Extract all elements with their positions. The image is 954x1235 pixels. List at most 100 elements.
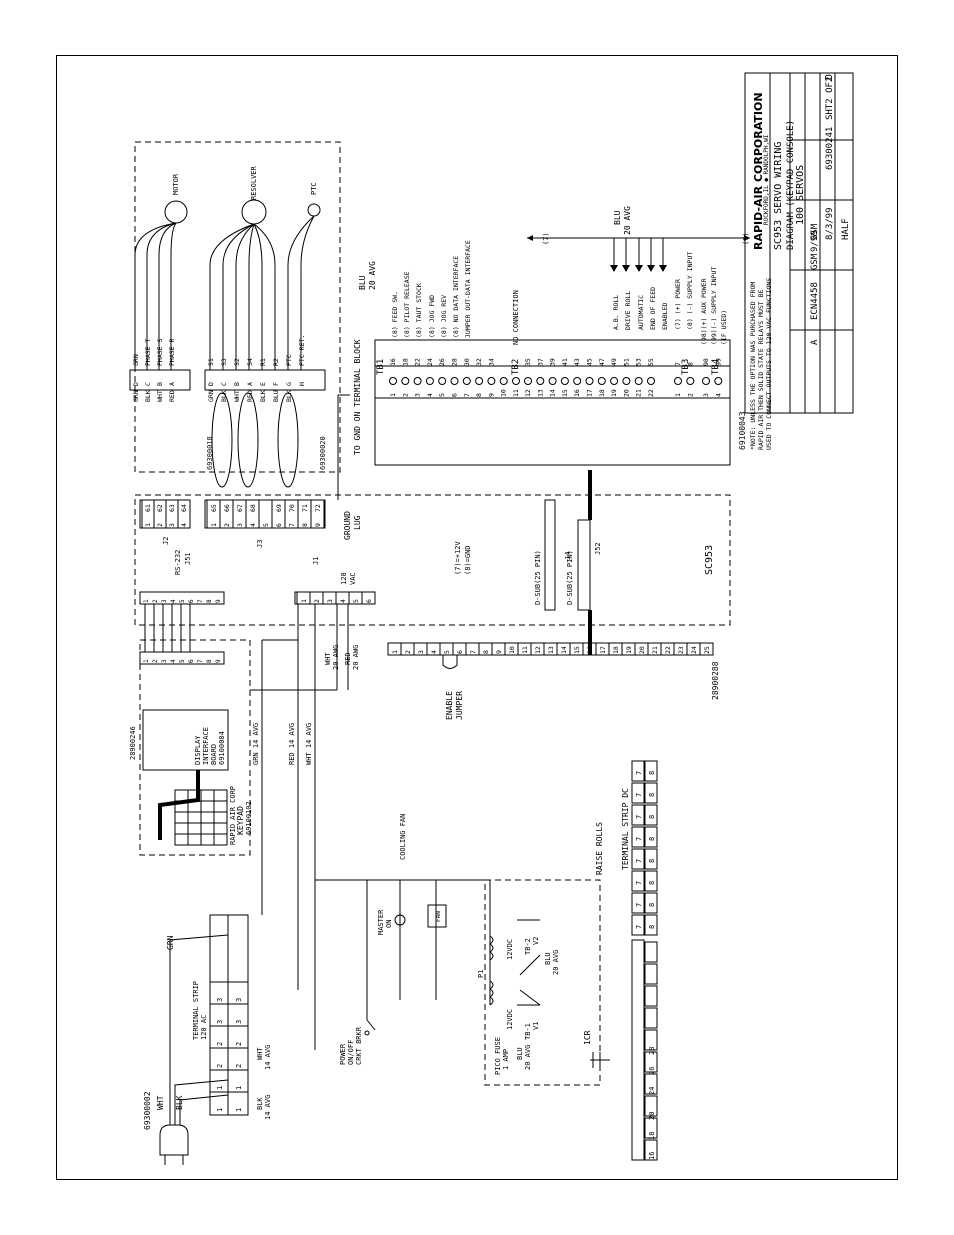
dc-strip-cell bbox=[644, 1007, 658, 1029]
tb-wire-number: 99 bbox=[714, 358, 722, 366]
j2-pin: 3 bbox=[168, 523, 176, 527]
title-block: RAPID-AIR CORPORATION ROCKFORD,IL ● RAND… bbox=[744, 72, 854, 414]
resolver-terminal-pin: B bbox=[233, 382, 241, 386]
motor-terminal-color: WHT bbox=[156, 390, 164, 402]
cord-wht: WHT bbox=[156, 1095, 165, 1110]
tb-screw bbox=[585, 377, 594, 385]
tb-screw bbox=[702, 377, 710, 385]
keypad-conn-pin: 9 bbox=[215, 659, 222, 663]
ground-label: GROUND bbox=[343, 511, 352, 540]
tb-wire-number: 41 bbox=[561, 358, 569, 366]
j3-wire: 68 bbox=[249, 504, 257, 512]
tb1-no-connection: NO CONNECTION bbox=[512, 290, 520, 345]
j51-pin: 1 bbox=[143, 599, 150, 603]
master-lamp-icon bbox=[394, 914, 406, 926]
tb-pin: 4 bbox=[426, 393, 434, 397]
tb-pin: 7 bbox=[463, 393, 471, 397]
ribbon-pin: 10 bbox=[508, 646, 516, 654]
display-interface-board bbox=[142, 709, 229, 771]
bus-wire: BLU bbox=[613, 210, 622, 225]
tb-screw bbox=[475, 377, 484, 385]
j1-label: J1 bbox=[312, 557, 320, 565]
tb-screw bbox=[610, 377, 619, 385]
bus-label-b: (7) bbox=[742, 232, 750, 245]
dc-strip-cell bbox=[644, 760, 658, 782]
to-gnd-label: TO GND ON TERMINAL BLOCK bbox=[353, 339, 362, 455]
ribbon-pin: 23 bbox=[677, 646, 685, 654]
dc-strip-cell bbox=[644, 1073, 658, 1095]
ribbon-pin: 15 bbox=[573, 646, 581, 654]
dc-strip-cell bbox=[644, 941, 658, 963]
ribbon-part: 28900288 bbox=[711, 661, 720, 700]
output-arrow-icon bbox=[635, 265, 643, 272]
dc-strip-cell bbox=[644, 963, 658, 985]
tb-pin: 20 bbox=[622, 389, 630, 397]
ribbon-pin: 6 bbox=[456, 650, 464, 654]
ribbon-pin: 8 bbox=[482, 650, 490, 654]
tb1-v1-label-2: V1 bbox=[532, 1022, 540, 1030]
fan-icon bbox=[427, 904, 447, 928]
dsub-j52-label: D-SUB(25 PIN) bbox=[566, 550, 574, 605]
ac-strip-pin: 3 bbox=[216, 998, 224, 1002]
ribbon-pin: 25 bbox=[703, 646, 711, 654]
tb-screw bbox=[450, 377, 459, 385]
j1-cell bbox=[361, 591, 376, 605]
tb3-signal: (8) (-) SUPPLY INPUT bbox=[686, 252, 694, 330]
v1-12vdc: 12VDC bbox=[506, 1009, 514, 1030]
tb3-label: TB3 bbox=[681, 359, 691, 375]
ac-strip-pin: 1 bbox=[216, 1108, 224, 1112]
v2-12vdc: 12VDC bbox=[506, 939, 514, 960]
motor-part: 69300018 bbox=[206, 436, 214, 470]
resolver-wire bbox=[222, 223, 255, 370]
j1-pin: 4 bbox=[339, 599, 347, 603]
tb-screw bbox=[573, 377, 582, 385]
note-line-1: *NOTE: UNLESS THE OPTION WAS PURCHASED F… bbox=[749, 282, 757, 450]
resolver-signal-label: PTC bbox=[285, 354, 293, 366]
title-rev: D bbox=[824, 74, 835, 80]
tb1-signal: (8) NO DATA INTERFACE bbox=[452, 256, 460, 338]
dc-strip-cell bbox=[631, 870, 645, 892]
dc-strip-bottom: 24 bbox=[648, 1087, 656, 1095]
dc-strip-cell bbox=[631, 892, 645, 914]
tb-screw bbox=[499, 377, 508, 385]
motor-wire bbox=[170, 222, 177, 370]
tb-pin: 6 bbox=[451, 393, 459, 397]
ribbon-pin: 19 bbox=[625, 646, 633, 654]
tb-wire-number: 51 bbox=[622, 358, 630, 366]
j51-pin: 8 bbox=[206, 599, 213, 603]
tb1-v1-label: TB-1 bbox=[524, 1023, 532, 1040]
ribbon-pin: 24 bbox=[690, 646, 698, 654]
keypad-cable-part: 28900246 bbox=[129, 726, 137, 760]
sc953-enclosure bbox=[134, 494, 731, 626]
tb-pin: 11 bbox=[512, 389, 520, 397]
power-note-1: (7)=+12V bbox=[454, 540, 462, 575]
resolver-signal-label: R1 bbox=[259, 358, 267, 366]
tb-screw bbox=[438, 377, 447, 385]
cooling-fan-label: COOLING FAN bbox=[399, 814, 407, 860]
tb2-signal: DRIVE ROLL bbox=[624, 291, 632, 330]
resolver-signal-label: S2 bbox=[233, 358, 241, 366]
tb-screw bbox=[597, 377, 606, 385]
j51-pin: 2 bbox=[152, 599, 159, 603]
ribbon-pin: 11 bbox=[521, 646, 529, 654]
tb-pin: 14 bbox=[549, 389, 557, 397]
j2-cell bbox=[177, 499, 191, 529]
dc-terminal-strip: TERMINAL STRIP DC 7777777788888888161820… bbox=[621, 760, 658, 1161]
tb-pin: 16 bbox=[573, 389, 581, 397]
tb-pin: 1 bbox=[389, 393, 397, 397]
title-drawn-by: GSM bbox=[810, 223, 820, 240]
ac-strip-pin: 3 bbox=[235, 1020, 243, 1024]
tb-screw bbox=[714, 377, 723, 385]
tb1-signal: (8) JOG FWD bbox=[428, 295, 436, 338]
tb-wire-number: 35 bbox=[524, 358, 532, 366]
title-part-number: 69300241 bbox=[825, 127, 835, 170]
note-line-3: USED TO CONNECT OUTPUTS TO 120 VAC FUNCT… bbox=[765, 278, 773, 450]
j2-pin: 1 bbox=[144, 523, 152, 527]
resolver-wire bbox=[235, 223, 255, 370]
tb1-label: TB1 bbox=[376, 359, 386, 375]
tb-pin: 5 bbox=[438, 393, 446, 397]
tb-wire-number: 43 bbox=[573, 358, 581, 366]
tb-pin: 10 bbox=[500, 389, 508, 397]
